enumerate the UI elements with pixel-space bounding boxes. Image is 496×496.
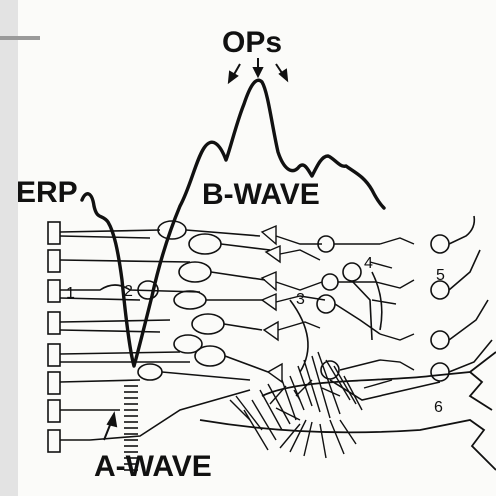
cell-number-6: 6 <box>434 399 443 416</box>
b-wave-label: B-WAVE <box>202 178 320 211</box>
cell-number-2: 2 <box>124 283 133 300</box>
a-wave-arrow <box>104 414 116 440</box>
cell-number-4: 4 <box>364 255 373 272</box>
erp-label: ERP <box>16 176 78 209</box>
page-edge-mark <box>0 36 40 40</box>
ops-label: OPs <box>222 26 282 59</box>
page-bleed-strip <box>0 0 18 496</box>
cell-number-5: 5 <box>436 267 445 284</box>
muller-endfoot-brush <box>230 352 362 458</box>
a-wave-label: A-WAVE <box>94 450 212 483</box>
ops-arrows <box>229 58 287 82</box>
cell-number-1: 1 <box>66 285 75 302</box>
cell-number-3: 3 <box>296 291 305 308</box>
photoreceptor-layer <box>48 222 200 452</box>
erg-waveform <box>82 80 384 366</box>
